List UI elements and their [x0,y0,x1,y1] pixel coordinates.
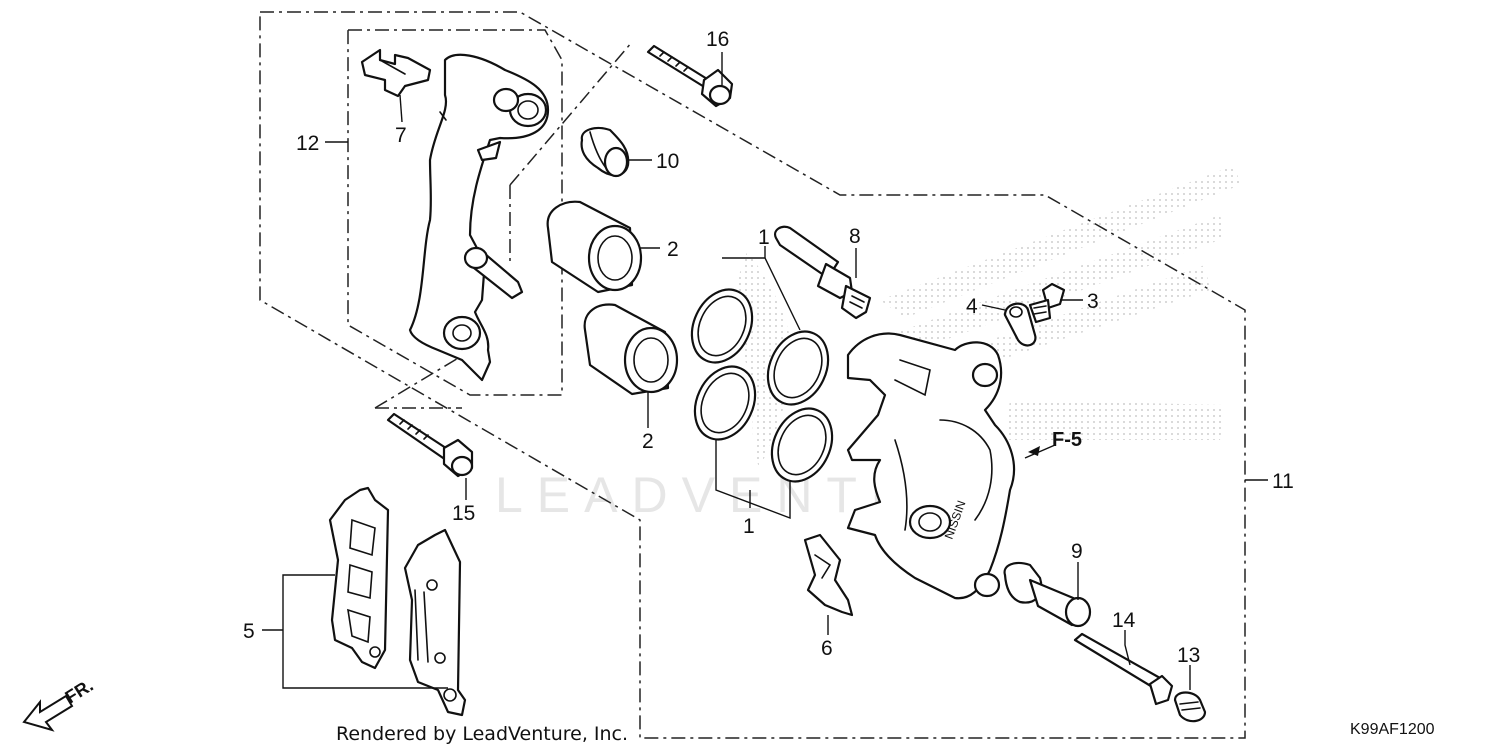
callout-5: 5 [243,620,255,643]
bracket-bolt-lower [386,412,474,478]
caliper-piston-lower [583,303,679,396]
callout-14: 14 [1112,609,1136,632]
caliper-bracket [408,53,550,382]
callout-2-upper: 2 [667,238,679,261]
callout-4: 4 [966,295,978,318]
reference-label: F-5 [1052,429,1082,451]
brake-pad-set [328,486,467,717]
pad-spring [803,533,854,617]
caliper-piston-upper [546,200,643,294]
diagram-code: K99AF1200 [1350,721,1435,738]
callout-leaders [262,52,1268,690]
reference-arrow-icon [1028,446,1040,456]
pad-spring-clip [360,48,432,98]
pin-boot [580,126,630,178]
assembly-boundaries [259,11,1246,739]
caliper-pin-bolt [1003,561,1092,628]
front-direction-arrow-icon [22,694,74,732]
bracket-bolt-upper [646,44,734,108]
callout-16: 16 [706,28,729,51]
callout-11: 11 [1272,470,1294,493]
callout-8: 8 [849,225,861,248]
callout-15: 15 [452,502,475,525]
callout-1-lower: 1 [743,515,755,538]
pad-pin-plug [1173,691,1207,723]
piston-seal-set [690,288,834,483]
credit-text: Rendered by LeadVenture, Inc. [336,723,628,745]
callout-9: 9 [1071,540,1083,563]
callout-6: 6 [821,637,833,660]
callout-3: 3 [1087,290,1099,313]
caliper-slide-pin [774,225,872,320]
callout-12: 12 [296,132,319,155]
bleeder-screw [1028,282,1066,324]
callout-10: 10 [656,150,679,173]
pad-pin [1073,632,1174,706]
callout-13: 13 [1177,644,1200,667]
caliper-body: NISSIN [846,332,1015,600]
callout-7: 7 [395,124,407,147]
bleeder-cap [1003,302,1037,347]
callout-2-lower: 2 [642,430,654,453]
callout-1-upper: 1 [758,226,770,249]
